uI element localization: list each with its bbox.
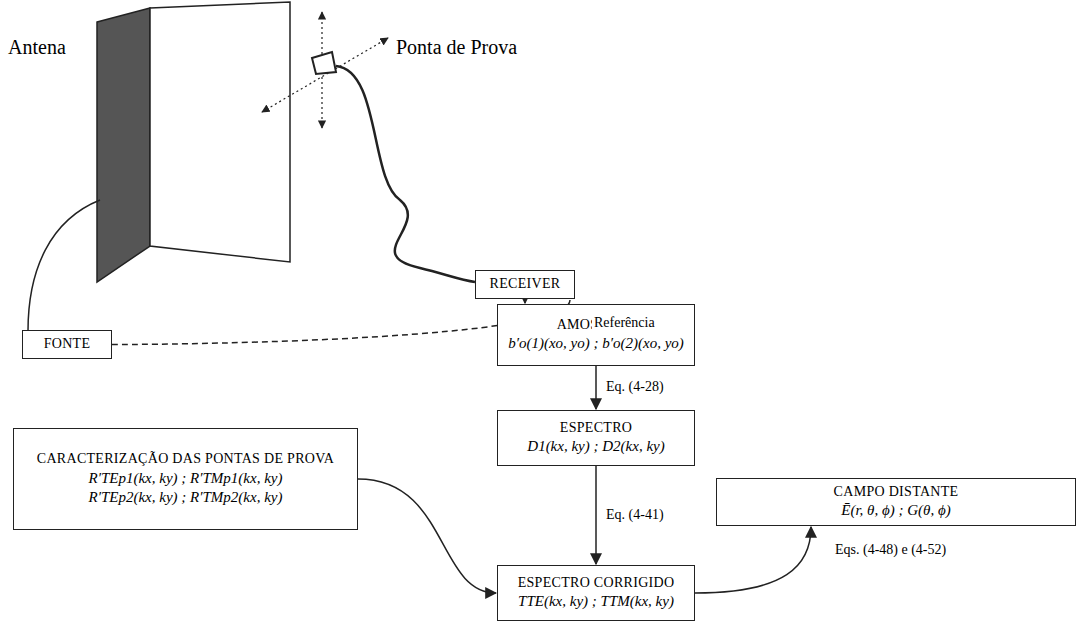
probe-motion-horizontal — [262, 38, 388, 112]
process-box: CAMPO DISTANTEĒ(r, θ, ϕ) ; G(θ, ϕ) — [716, 478, 1076, 526]
process-box: ESPECTRO CORRIGIDOTTE(kx, ky) ; TTM(kx, … — [497, 565, 695, 621]
antenna-side — [97, 8, 150, 282]
edge-label: Eq. (4-41) — [604, 507, 666, 523]
connector — [358, 479, 496, 593]
connector — [695, 527, 811, 593]
edge-label: Eq. (4-28) — [604, 379, 666, 395]
process-box: AMOSTRASb′o(1)(xo, yo) ; b′o(2)(xo, yo) — [497, 304, 695, 366]
process-box: CARACTERIZAÇÃO DAS PONTAS DE PROVAR′TEp1… — [13, 428, 358, 530]
source-cable — [28, 200, 100, 331]
edge-label: Eqs. (4-48) e (4-52) — [833, 542, 948, 558]
box-formula: b′o(1)(xo, yo) ; b′o(2)(xo, yo) — [504, 334, 688, 354]
box-title: CARACTERIZAÇÃO DAS PONTAS DE PROVA — [20, 450, 351, 468]
connector — [595, 366, 597, 409]
box-title: CAMPO DISTANTE — [723, 483, 1069, 501]
process-box: RECEIVER — [475, 270, 575, 299]
connector — [524, 299, 526, 303]
process-box: FONTE — [22, 330, 112, 359]
box-formula: R′TEp1(kx, ky) ; R′TMp1(kx, ky) — [20, 469, 351, 489]
box-formula: R′TEp2(kx, ky) ; R′TMp2(kx, ky) — [20, 488, 351, 508]
box-title: RECEIVER — [482, 275, 568, 293]
connector — [595, 466, 597, 564]
box-formula: Ē(r, θ, ϕ) ; G(θ, ϕ) — [723, 501, 1069, 521]
box-title: FONTE — [29, 335, 105, 353]
antenna-front — [150, 2, 290, 262]
process-box: ESPECTROD1(kx, ky) ; D2(kx, ky) — [497, 410, 695, 466]
probe-tip — [312, 52, 336, 74]
edge-label: Referência — [592, 315, 657, 331]
box-formula: TTE(kx, ky) ; TTM(kx, ky) — [504, 592, 688, 612]
box-title: ESPECTRO — [504, 419, 688, 437]
probe-cable — [336, 66, 475, 282]
part-label: Antena — [6, 36, 68, 59]
box-formula: D1(kx, ky) ; D2(kx, ky) — [504, 437, 688, 457]
box-title: ESPECTRO CORRIGIDO — [504, 574, 688, 592]
part-label: Ponta de Prova — [394, 36, 519, 59]
